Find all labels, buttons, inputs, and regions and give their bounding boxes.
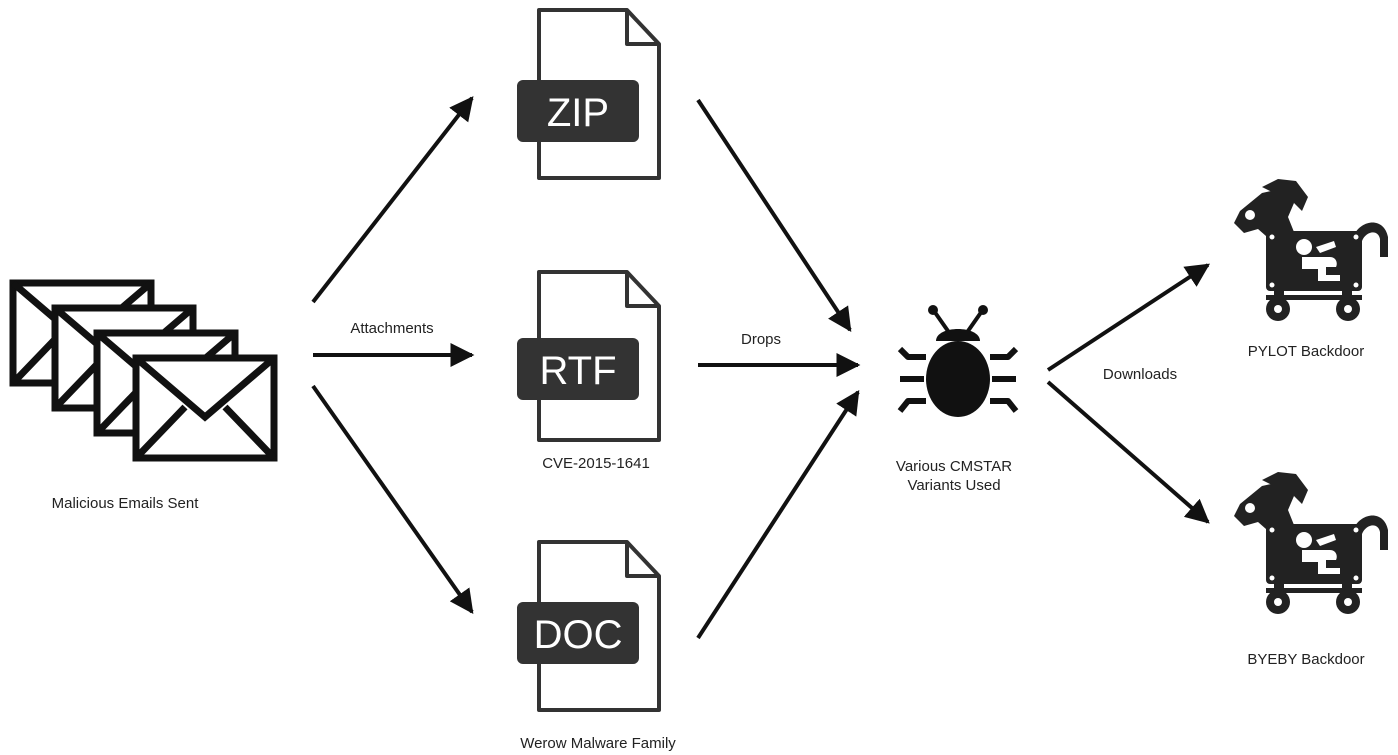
attachments-edge-label: Attachments (350, 320, 434, 337)
drops-edge-label: Drops (740, 331, 782, 348)
zip-file-icon: ZIP (517, 8, 661, 180)
doc-file-icon: DOC (517, 540, 661, 712)
doc-malware-family-label: Werow Malware Family (520, 735, 676, 752)
emails-label: Malicious Emails Sent (51, 495, 199, 512)
arrow-emails-to-zip (311, 96, 474, 304)
doc-badge-text: DOC (534, 613, 623, 657)
downloads-edge-label: Downloads (1102, 366, 1178, 383)
arrow-emails-to-doc (311, 384, 474, 614)
arrow-zip-to-cmstar (696, 98, 852, 333)
rtf-file-icon: RTF (517, 270, 661, 442)
byeby-label: BYEBY Backdoor (1247, 651, 1365, 668)
cmstar-label-line2: Variants Used (907, 477, 1001, 494)
envelope-stack-icon (13, 283, 274, 458)
arrow-cmstar-to-byeby (1046, 380, 1210, 524)
bug-icon (900, 305, 1016, 417)
rtf-cve-label: CVE-2015-1641 (542, 455, 650, 472)
pylot-trojan-horse-icon (1234, 179, 1388, 321)
pylot-label: PYLOT Backdoor (1247, 343, 1365, 360)
rtf-badge-text: RTF (539, 349, 616, 393)
arrow-doc-to-cmstar (696, 389, 860, 640)
byeby-trojan-horse-icon (1234, 472, 1388, 614)
arrow-cmstar-to-pylot (1046, 263, 1211, 372)
cmstar-label-line1: Various CMSTAR (895, 458, 1013, 475)
cmstar-label: Various CMSTAR Variants Used (896, 457, 1012, 495)
zip-badge-text: ZIP (547, 91, 609, 135)
